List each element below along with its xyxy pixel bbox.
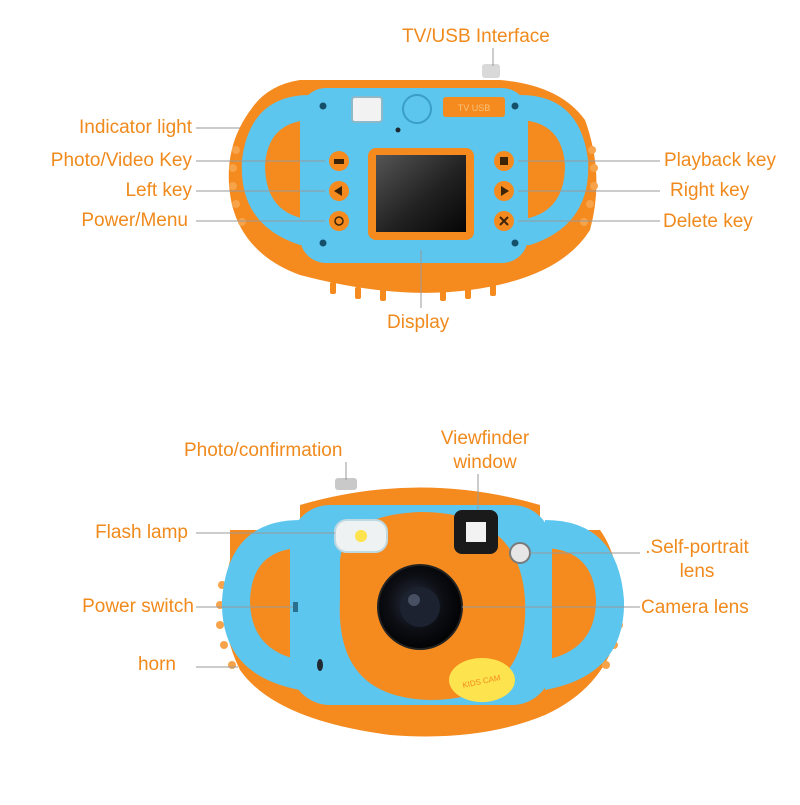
- left-handle: [241, 95, 312, 245]
- back-round-button: [402, 94, 432, 124]
- label-display: Display: [387, 312, 450, 333]
- lens-inner: [400, 587, 440, 627]
- label-camera-lens: Camera lens: [641, 597, 749, 618]
- label-tv-usb-interface: TV/USB Interface: [402, 26, 550, 47]
- front-left-handle: [221, 520, 300, 690]
- back-viewfinder: [351, 96, 383, 123]
- power-icon: [334, 216, 344, 226]
- label-photo-video-key: Photo/Video Key: [50, 150, 192, 171]
- label-flash-lamp: Flash lamp: [95, 522, 188, 543]
- right-handle: [518, 95, 589, 245]
- indicator-light: [395, 127, 401, 133]
- kids-cam-badge: [449, 658, 515, 702]
- label-power-menu: Power/Menu: [81, 210, 188, 231]
- front-right-handle: [545, 520, 625, 690]
- camera-back-view: TV USB: [228, 64, 598, 301]
- label-left-key: Left key: [125, 180, 192, 201]
- label-indicator-light: Indicator light: [78, 117, 192, 138]
- flash-bulb: [355, 530, 367, 542]
- label-right-key: Right key: [670, 180, 750, 201]
- self-portrait-lens: [509, 542, 531, 564]
- power-menu-key: [329, 211, 349, 231]
- usb-port: [482, 64, 500, 78]
- viewfinder-glass: [466, 522, 486, 542]
- port-label-text: TV USB: [458, 103, 491, 113]
- bumper-ridges: [229, 146, 598, 226]
- label-viewfinder-line2: window: [453, 452, 517, 473]
- top-leader-lines: [196, 48, 660, 308]
- photo-video-icon: [334, 159, 344, 164]
- left-arrow-icon: [334, 186, 342, 196]
- label-power-switch: Power switch: [82, 596, 194, 617]
- label-playback-key: Playback key: [664, 150, 776, 171]
- display-screen: [376, 155, 466, 232]
- port-label-plate: [443, 97, 505, 117]
- playback-icon: [500, 157, 508, 165]
- speaker-horn: [317, 659, 323, 671]
- label-horn: horn: [137, 654, 176, 675]
- label-viewfinder-line1: Viewfinder: [440, 428, 530, 449]
- label-self-portrait-line1: .Self-portrait: [645, 537, 749, 558]
- power-switch: [293, 602, 298, 612]
- camera-front-view: KIDS CAM: [216, 478, 625, 737]
- label-self-portrait-line2: lens: [679, 561, 715, 582]
- label-delete-key: Delete key: [663, 211, 753, 232]
- label-photo-confirmation: Photo/confirmation: [184, 440, 343, 461]
- delete-icon: [499, 216, 509, 226]
- shutter-button: [335, 478, 357, 490]
- lens-highlight: [408, 594, 420, 606]
- right-keys: [494, 151, 514, 231]
- right-arrow-icon: [501, 186, 509, 196]
- bottom-leader-lines: [196, 462, 640, 668]
- left-keys: [329, 151, 349, 231]
